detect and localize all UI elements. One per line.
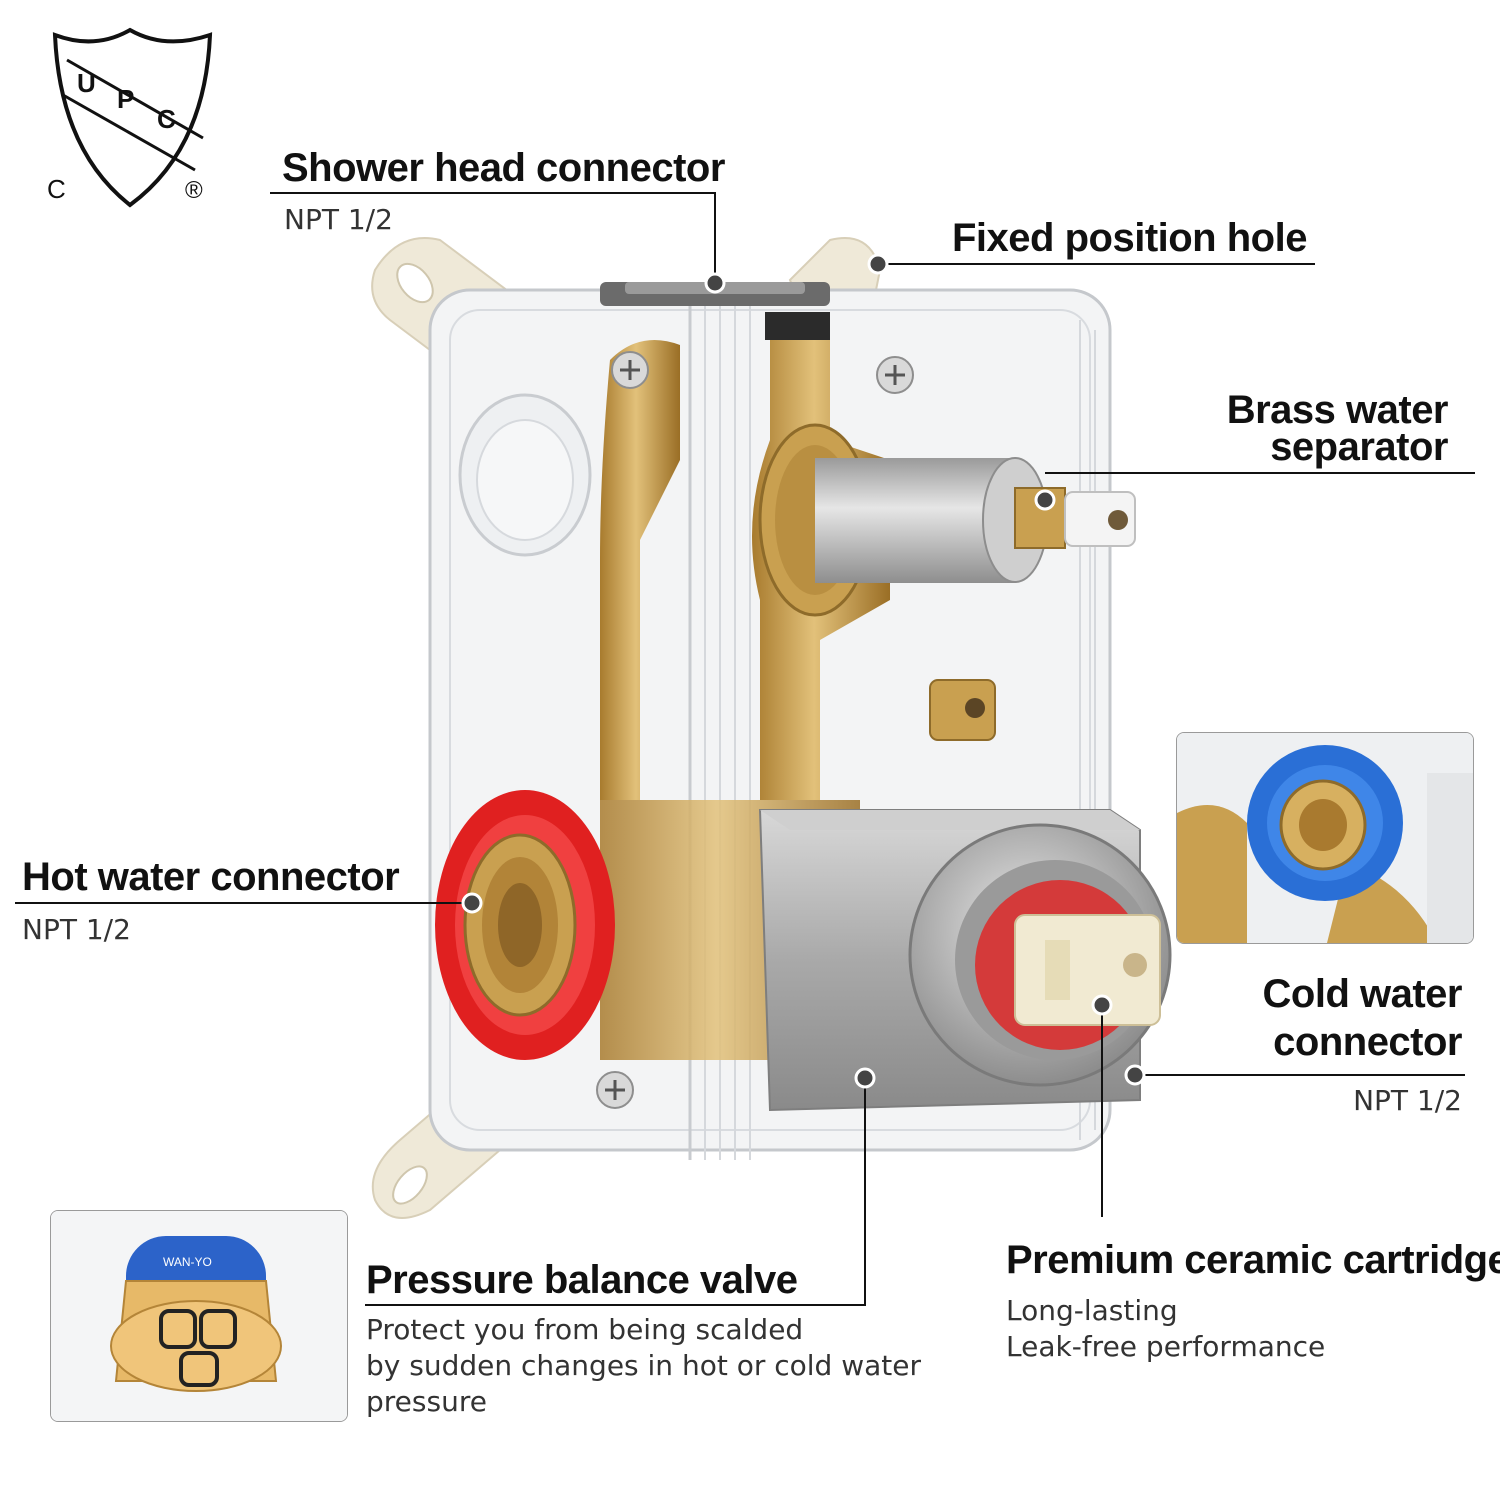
screw-top-right (876, 356, 914, 394)
shower-head-connector-spec: NPT 1/2 (284, 203, 393, 236)
pressure-balance-valve-desc-line1: Protect you from being scalded (366, 1313, 804, 1346)
screw-top-left (611, 351, 649, 389)
svg-text:®: ® (185, 177, 203, 204)
ceramic-cartridge-desc-line1: Long-lasting (1006, 1294, 1178, 1327)
cold-water-connector-title-line2: connector (1273, 1020, 1462, 1064)
hot-water-connector-title: Hot water connector (22, 855, 400, 899)
callout-markers (461, 253, 1146, 1089)
screw-bottom-left (596, 1071, 634, 1109)
svg-text:P: P (117, 84, 134, 114)
side-port-window (458, 393, 592, 557)
threaded-insert (929, 679, 996, 741)
fixed-position-hole-title: Fixed position hole (952, 216, 1307, 260)
svg-text:C: C (47, 174, 66, 204)
pressure-balance-valve-desc-line2: by sudden changes in hot or cold water (366, 1349, 922, 1382)
hot-water-connector-spec: NPT 1/2 (22, 913, 131, 946)
ceramic-cartridge-title: Premium ceramic cartridge (1006, 1238, 1500, 1282)
svg-text:WAN-YO: WAN-YO (163, 1255, 212, 1269)
cold-water-connector-spec: NPT 1/2 (1353, 1084, 1462, 1117)
brass-water-separator-title-line1: Brass water (1226, 388, 1449, 432)
ceramic-cartridge-desc-line2: Leak-free performance (1006, 1330, 1326, 1363)
shower-head-connector-title: Shower head connector (282, 146, 725, 190)
ceramic-cartridge-knob (908, 823, 1172, 1087)
svg-text:U: U (77, 68, 96, 98)
upc-certification-logo: U P C C ® (47, 27, 213, 208)
cold-port-inset (1176, 732, 1474, 944)
leader-lines (15, 192, 1475, 1306)
pressure-balance-valve-title: Pressure balance valve (366, 1258, 798, 1302)
cold-port-photo (1177, 733, 1473, 943)
brass-water-separator (758, 423, 1136, 617)
svg-text:C: C (157, 104, 176, 134)
hot-water-port (435, 790, 615, 1060)
cartridge-photo: WAN-YO (51, 1211, 347, 1421)
cold-water-connector-title-line1: Cold water (1262, 972, 1463, 1016)
cartridge-inset: WAN-YO (50, 1210, 348, 1422)
brass-water-separator-title-line2: separator (1270, 425, 1448, 469)
pressure-balance-valve-desc-line3: pressure (366, 1385, 487, 1418)
